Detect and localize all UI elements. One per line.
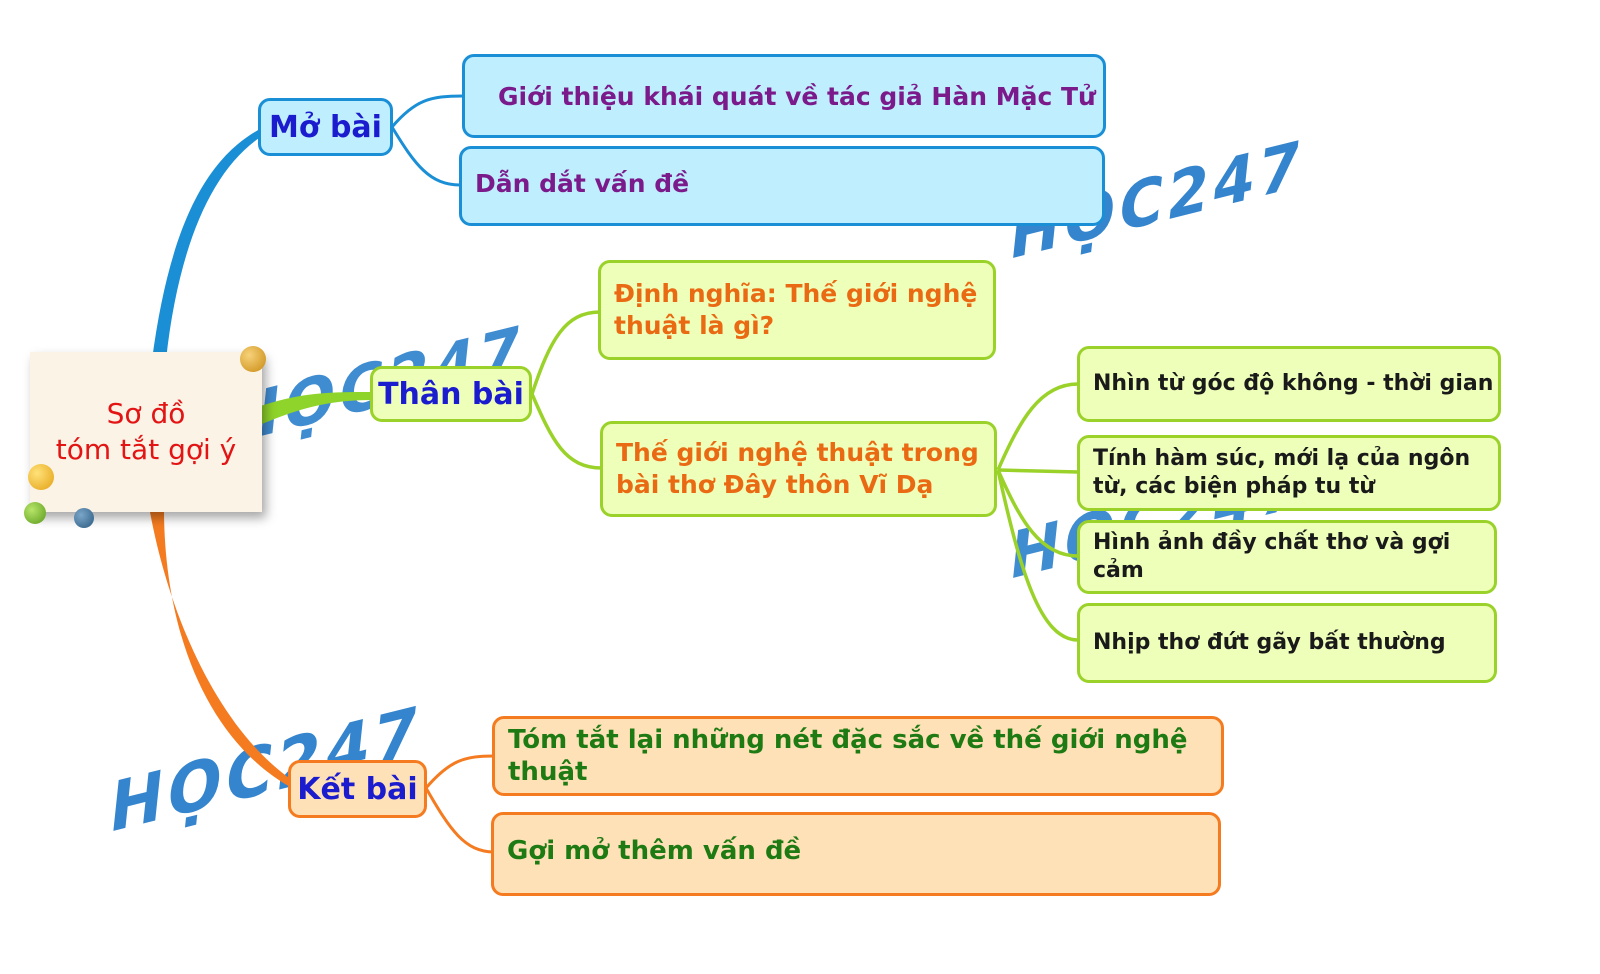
node-than-bai-label: Thân bài: [378, 376, 524, 412]
node-hinh-anh-line1: Hình ảnh đầy chất thơ và gợi cảm: [1093, 530, 1451, 583]
node-dan-dat: Dẫn dắt vấn đề: [459, 146, 1105, 226]
pushpin-icon: [24, 502, 46, 524]
node-dan-dat-label: Dẫn dắt vấn đề: [475, 169, 690, 198]
link-ket-bai-1: [424, 754, 495, 789]
node-than-bai: Thân bài: [370, 366, 532, 422]
node-tom-tat-line1: Tóm tắt lại những nét đặc sắc về thế giớ…: [508, 725, 1188, 755]
pushpin-icon: [240, 346, 266, 372]
node-dinh-nghia-line2: thuật là gì?: [614, 311, 775, 340]
link-mo-bai-1: [390, 94, 464, 128]
link-than-bai-2: [530, 393, 603, 470]
link-tg-2: [997, 468, 1079, 474]
branch-than-bai: [255, 392, 372, 424]
node-tom-tat-line2: thuật: [508, 757, 588, 787]
pushpin-icon: [74, 508, 94, 528]
node-mo-bai-label: Mở bài: [269, 109, 382, 145]
node-mo-bai: Mở bài: [258, 98, 393, 156]
pushpin-icon: [28, 464, 54, 490]
node-ngon-tu: Tính hàm súc, mới lạ của ngôn từ, các bi…: [1077, 435, 1501, 511]
node-dinh-nghia-line1: Định nghĩa: Thế giới nghệ: [614, 279, 978, 308]
node-gioi-thieu: Giới thiệu khái quát về tác giả Hàn Mặc …: [462, 54, 1106, 138]
node-tom-tat: Tóm tắt lại những nét đặc sắc về thế giớ…: [492, 716, 1224, 796]
node-hinh-anh: Hình ảnh đầy chất thơ và gợi cảm: [1077, 520, 1497, 594]
node-ngon-tu-line2: từ, các biện pháp tu từ: [1093, 474, 1375, 499]
node-the-gioi-line2: bài thơ Đây thôn Vĩ Dạ: [616, 470, 934, 499]
node-goi-mo-label: Gợi mở thêm vấn đề: [507, 836, 802, 866]
node-dinh-nghia: Định nghĩa: Thế giới nghệ thuật là gì?: [598, 260, 996, 360]
node-the-gioi-line1: Thế giới nghệ thuật trong: [616, 438, 979, 467]
link-tg-4: [996, 469, 1079, 642]
node-ket-bai-label: Kết bài: [297, 771, 418, 807]
branch-ket-bai: [150, 512, 292, 788]
link-mo-bai-2: [390, 126, 461, 187]
node-nhip-tho-line1: Nhịp thơ đứt gãy bất thường: [1093, 630, 1446, 655]
central-node: Sơ đồ tóm tắt gợi ý: [30, 352, 262, 512]
link-tg-3: [996, 469, 1079, 558]
node-khong-thoi-gian: Nhìn từ góc độ không - thời gian: [1077, 346, 1501, 422]
node-the-gioi-nghe-thuat: Thế giới nghệ thuật trong bài thơ Đây th…: [600, 421, 997, 517]
node-gioi-thieu-label: Giới thiệu khái quát về tác giả Hàn Mặc …: [498, 81, 1096, 111]
node-ket-bai: Kết bài: [288, 760, 427, 818]
link-ket-bai-2: [424, 787, 495, 854]
link-than-bai-1: [530, 310, 601, 395]
link-tg-1: [996, 382, 1079, 471]
node-ngon-tu-line1: Tính hàm súc, mới lạ của ngôn: [1093, 446, 1471, 471]
node-khong-thoi-gian-line1: Nhìn từ góc độ không - thời gian: [1093, 371, 1494, 396]
node-nhip-tho: Nhịp thơ đứt gãy bất thường: [1077, 603, 1497, 683]
central-title-line2: tóm tắt gợi ý: [55, 433, 237, 466]
branch-mo-bai: [152, 128, 262, 360]
node-goi-mo: Gợi mở thêm vấn đề: [491, 812, 1221, 896]
central-title-line1: Sơ đồ: [106, 397, 186, 430]
